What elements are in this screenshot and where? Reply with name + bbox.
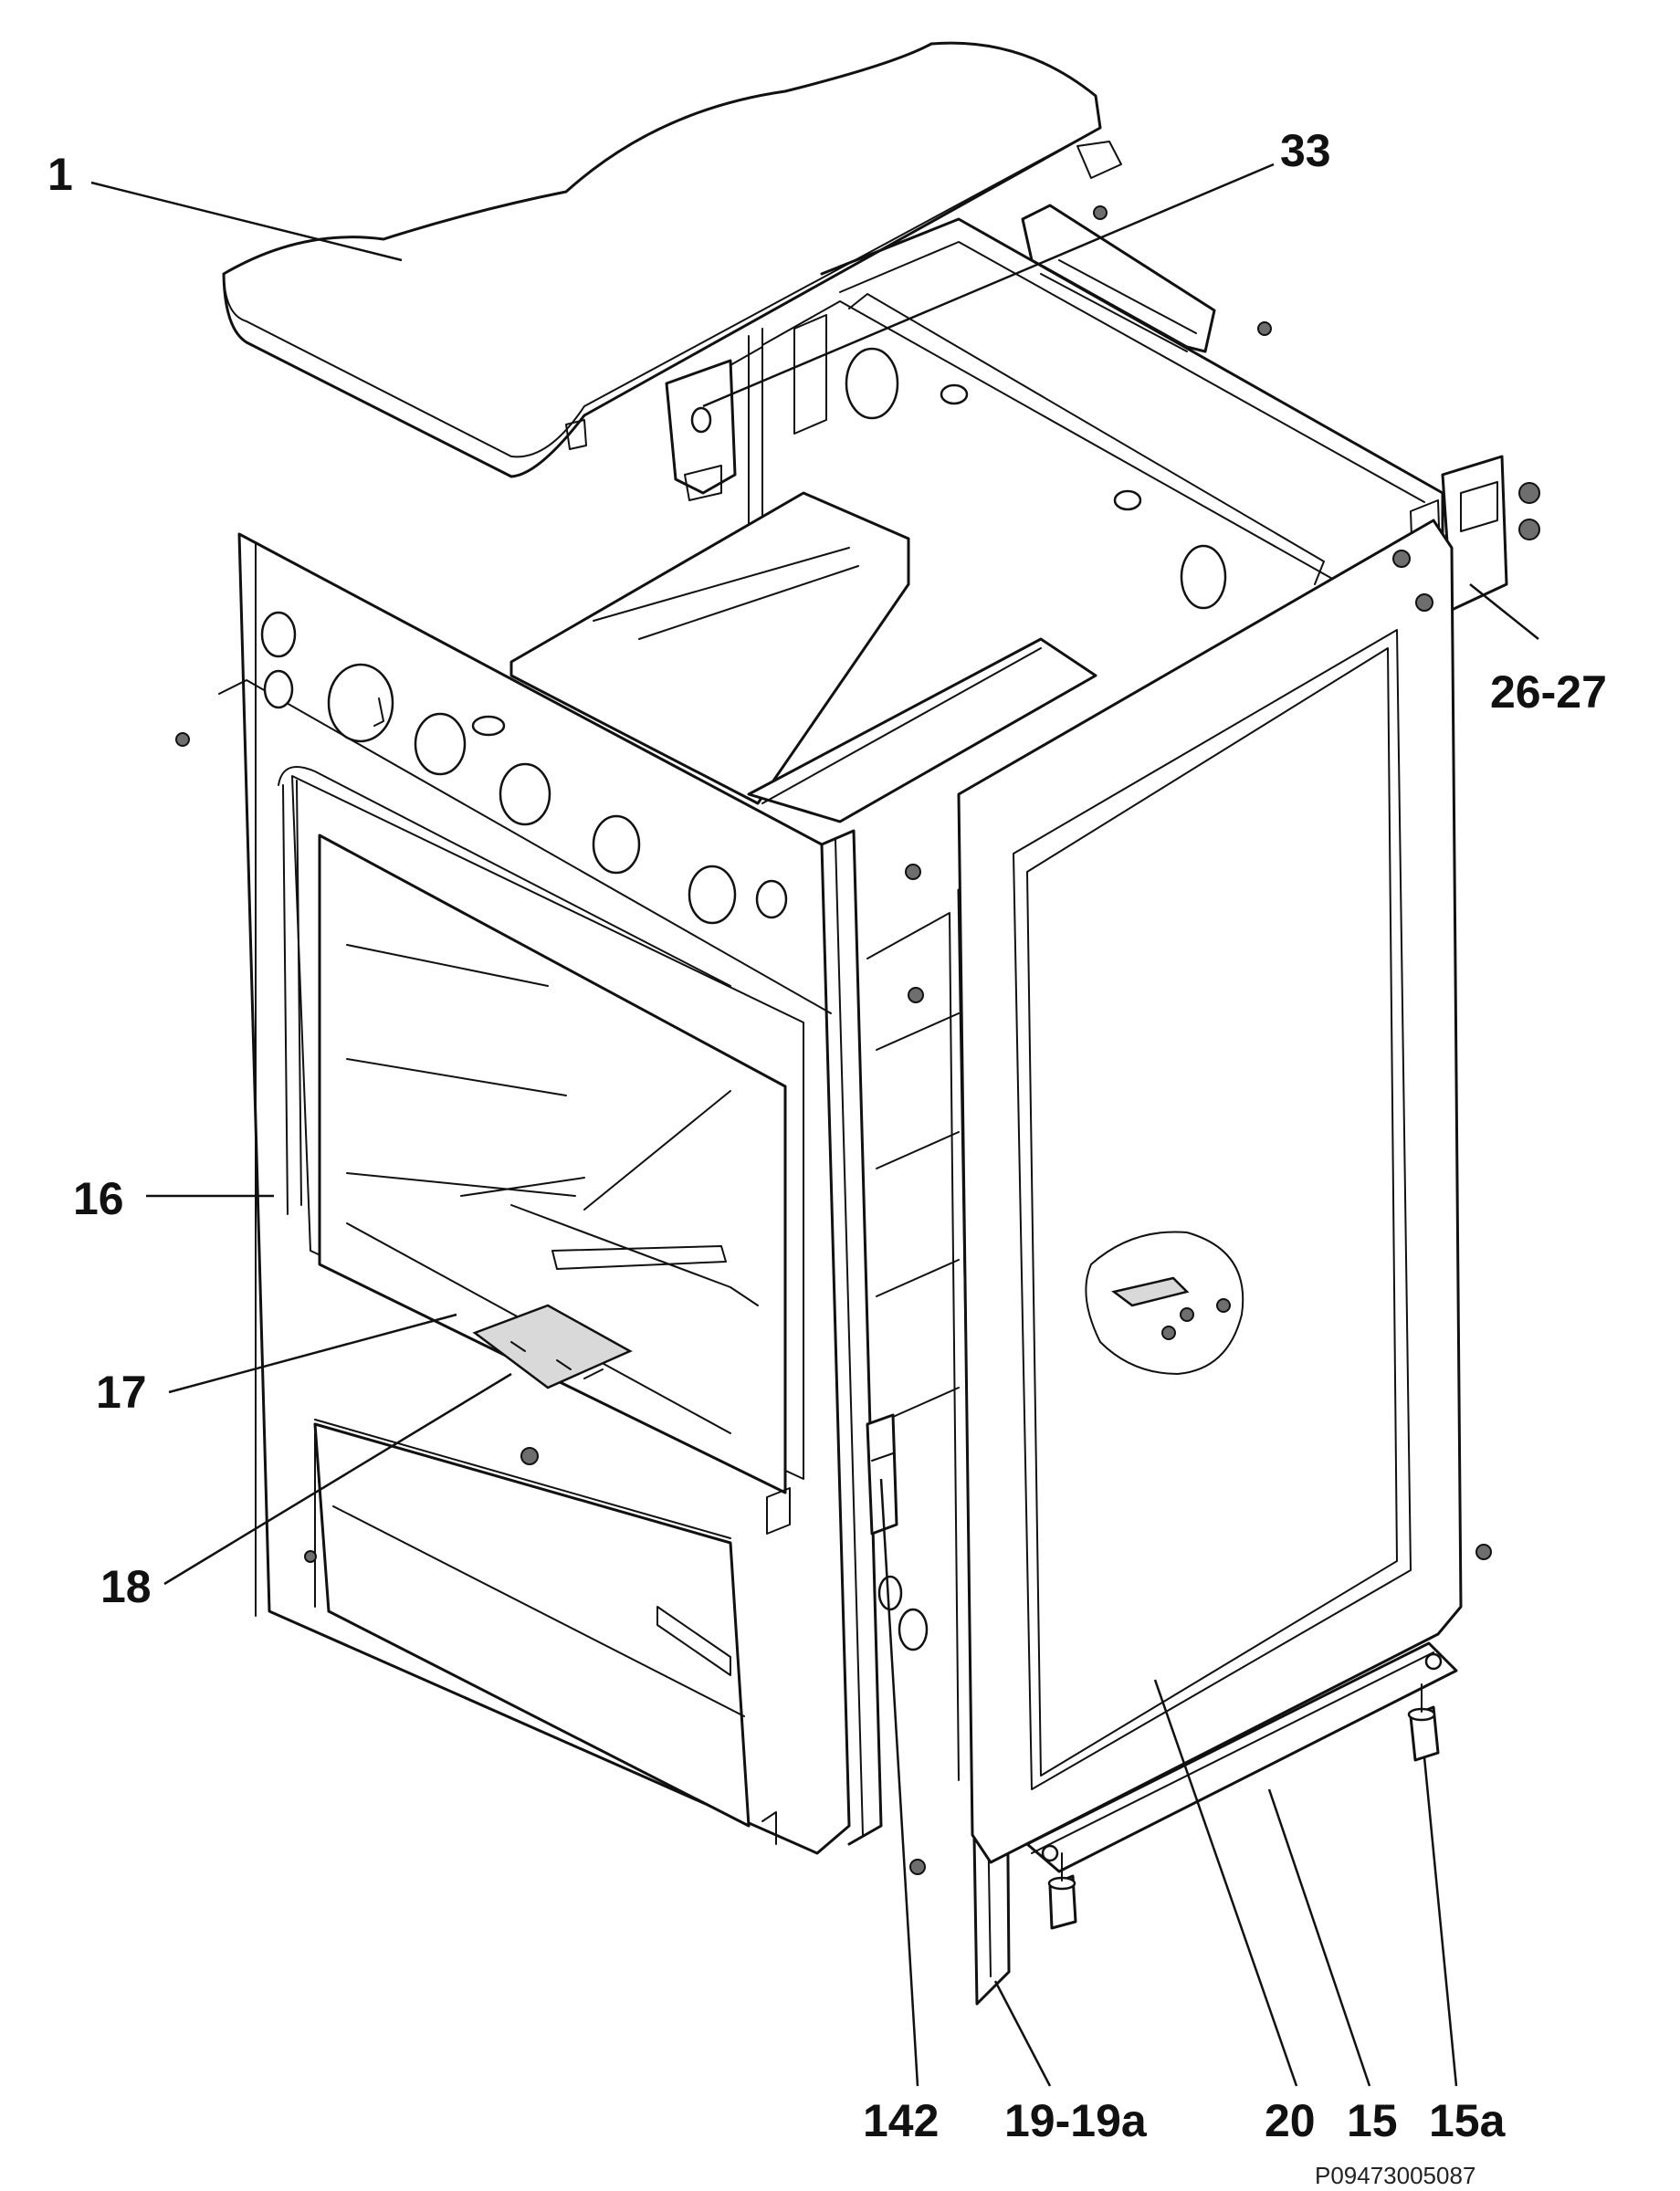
- part-15a-adjustable-feet: [1047, 1683, 1440, 1930]
- part-33-bracket: [665, 346, 763, 501]
- leader-1: [90, 181, 403, 262]
- callout-20: 20: [1265, 2095, 1316, 2146]
- callout-1: 1: [47, 149, 73, 200]
- callout-15a: 15a: [1429, 2095, 1507, 2146]
- leader-15: [1267, 1788, 1371, 2087]
- callout-33: 33: [1280, 125, 1331, 176]
- rear-rail-bracket: [1021, 204, 1272, 353]
- part-1-worktop-lid: [222, 41, 1122, 478]
- drawing-code: P09473005087: [1315, 2162, 1475, 2189]
- callout-19-19a: 19-19a: [1004, 2095, 1148, 2146]
- callout-18: 18: [100, 1561, 152, 1612]
- leader-20: [1153, 1679, 1298, 2087]
- callout-15: 15: [1347, 2095, 1398, 2146]
- callout-16: 16: [73, 1173, 124, 1224]
- leader-19-19a: [993, 1980, 1052, 2087]
- callout-26-27: 26-27: [1490, 666, 1607, 718]
- callout-labels: 1 33 26-27 16 17 18 142 19-19a 20 15 15a: [47, 125, 1607, 2146]
- leader-26-27: [1469, 583, 1539, 640]
- leader-142: [879, 1478, 919, 2087]
- leader-33: [702, 162, 1275, 408]
- callout-17: 17: [96, 1367, 147, 1418]
- part-20-right-side-panel: [957, 519, 1492, 1864]
- leader-18: [163, 1372, 512, 1586]
- leader-15a: [1423, 1756, 1458, 2087]
- callout-142: 142: [863, 2095, 939, 2146]
- oven-cavity-box: [509, 491, 1097, 823]
- part-142-door-hinge: [866, 1413, 926, 1875]
- part-16-door-seal: [278, 766, 731, 1215]
- part-15-plinth-rail: [1025, 1641, 1458, 1873]
- part-26-27-hinge-bracket: [1410, 455, 1540, 640]
- leader-17: [168, 1313, 457, 1394]
- leader-lines: [90, 162, 1539, 2087]
- front-frame: [175, 532, 851, 1855]
- cabinet-side-panel: [820, 829, 960, 1846]
